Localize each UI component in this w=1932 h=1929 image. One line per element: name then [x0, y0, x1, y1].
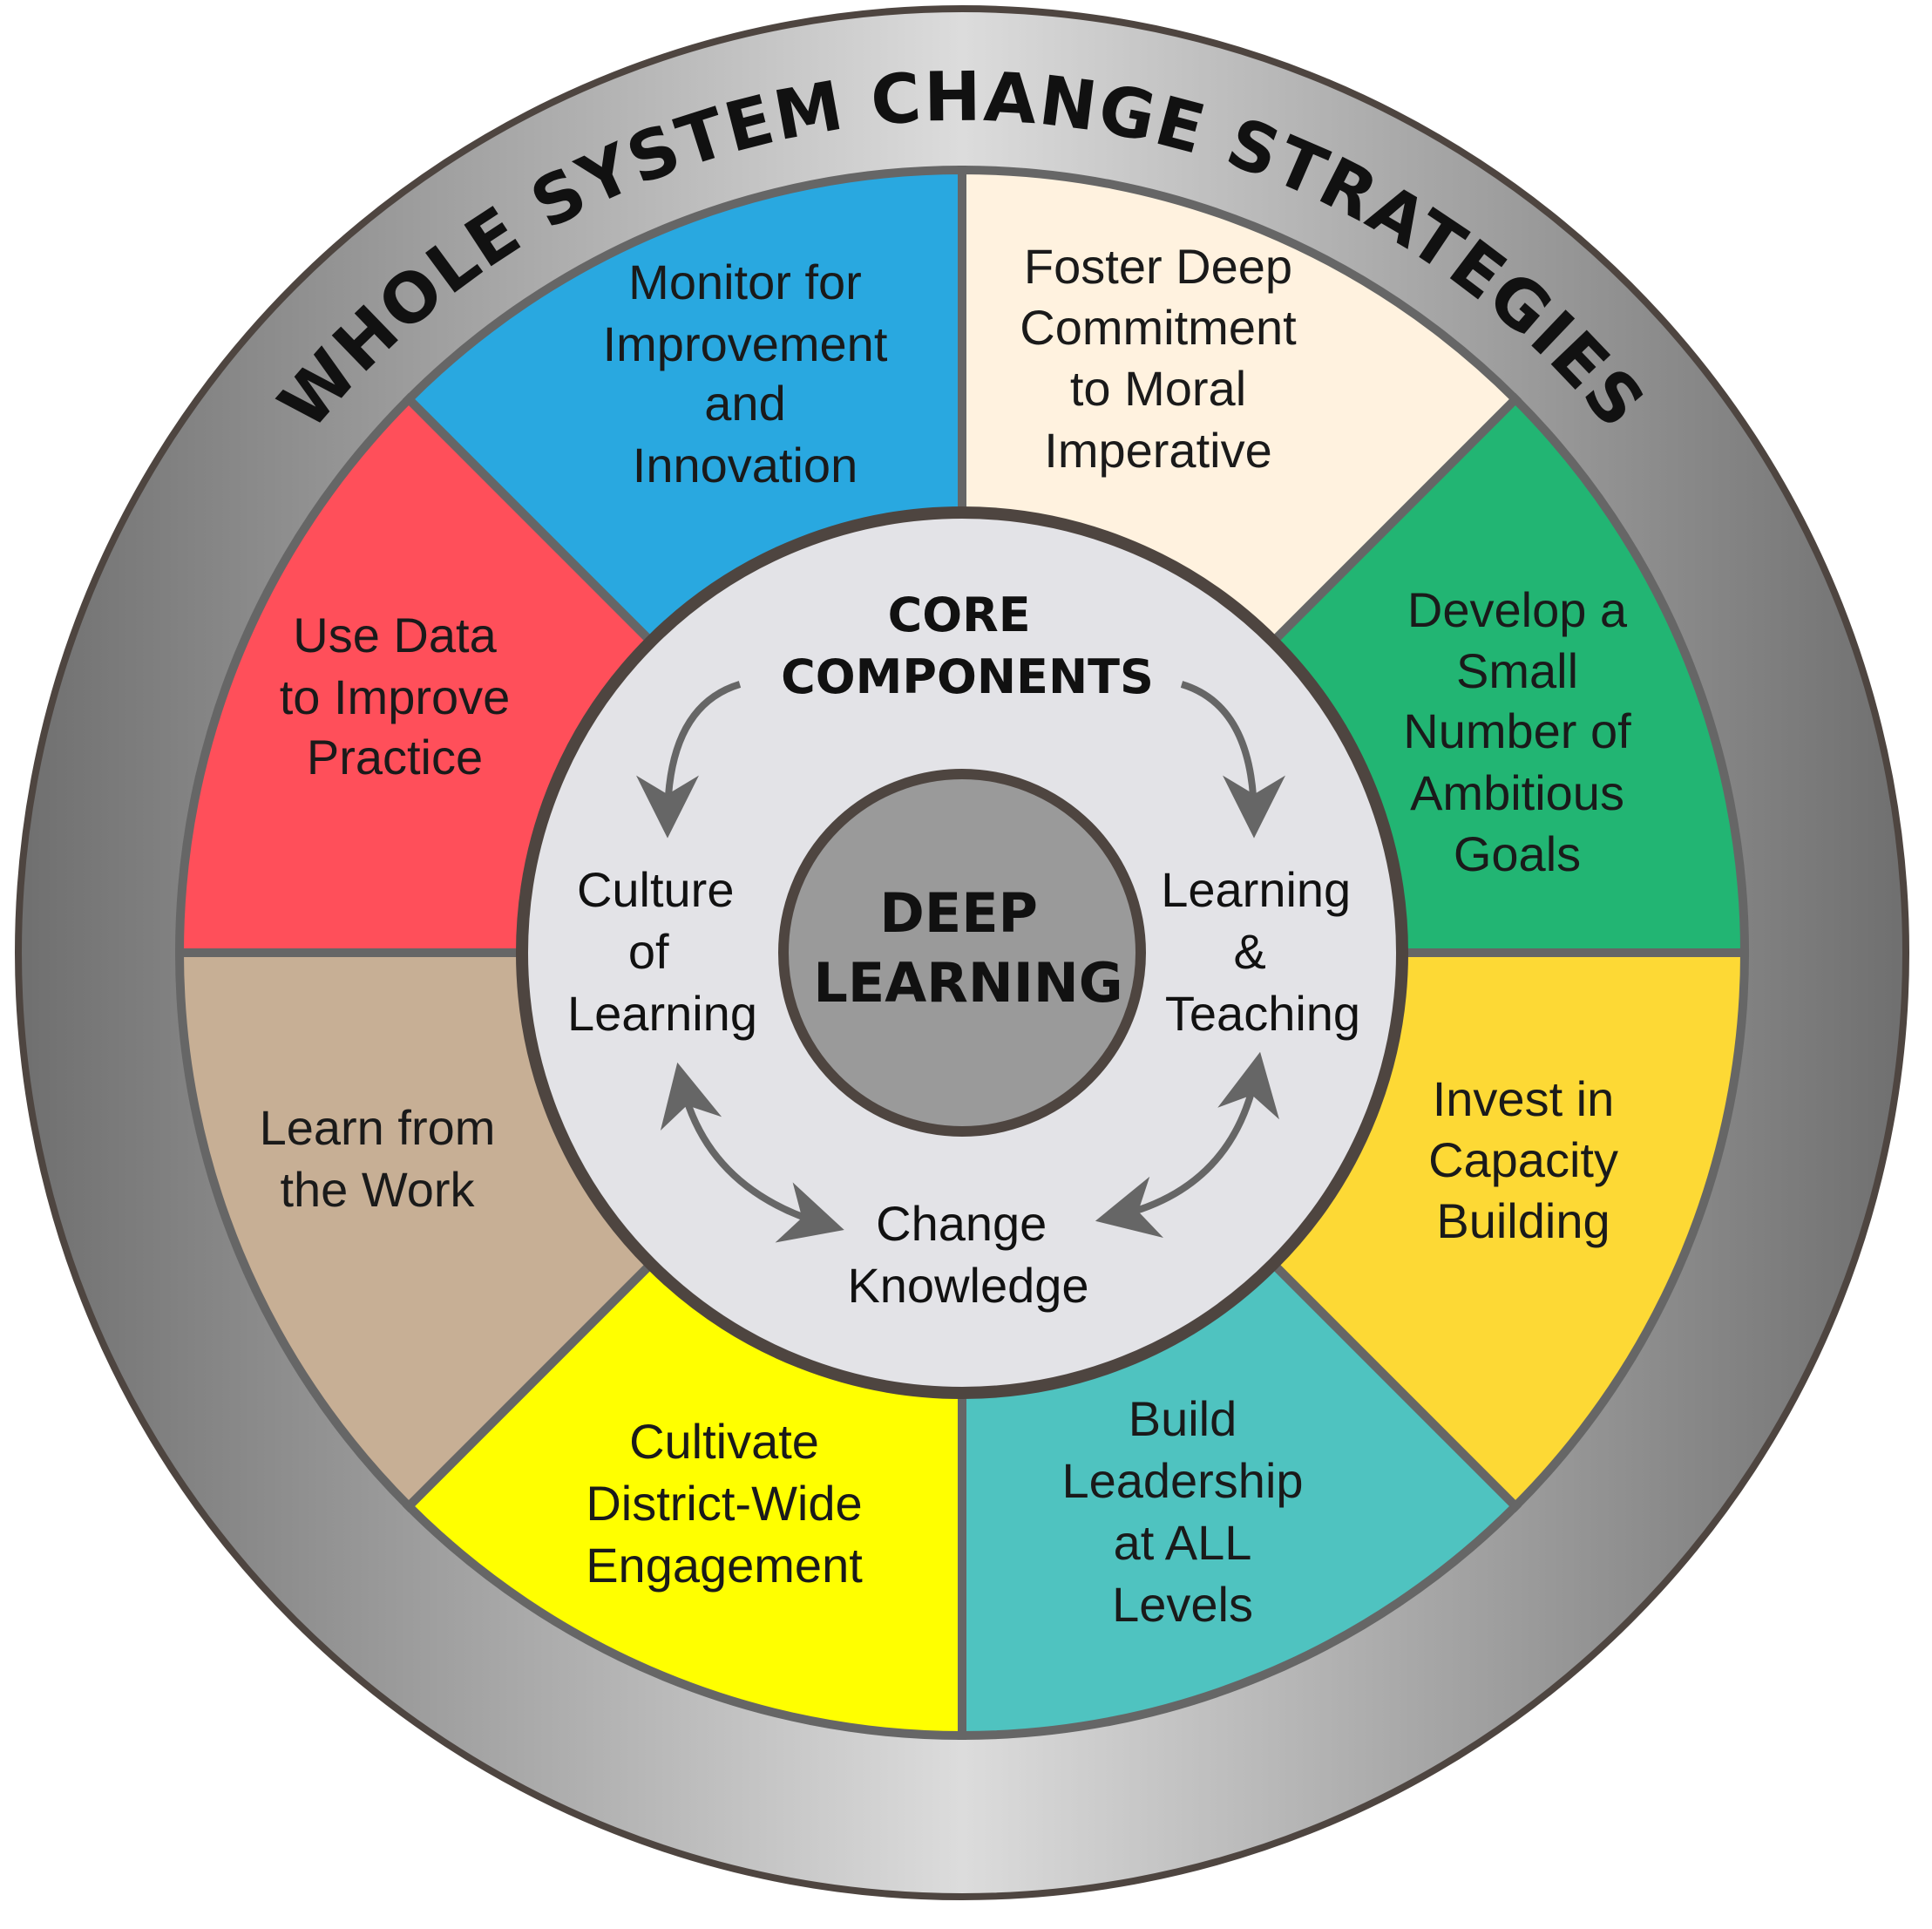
arrow-to-culture: [636, 681, 742, 839]
component-change: Change Knowledge: [847, 1196, 1088, 1313]
component-culture: Culture of Learning: [567, 862, 757, 1041]
core-title: CORE COMPONENTS: [781, 588, 1154, 704]
deep-learning-circle: [778, 769, 1146, 1137]
arrow-teaching-change: [1095, 1051, 1279, 1239]
arrow-culture-change: [660, 1062, 844, 1243]
component-teaching: Learning & Teaching: [1161, 862, 1365, 1041]
center-label: DEEP LEARNING: [813, 881, 1122, 1015]
arrow-to-teaching: [1180, 681, 1285, 839]
